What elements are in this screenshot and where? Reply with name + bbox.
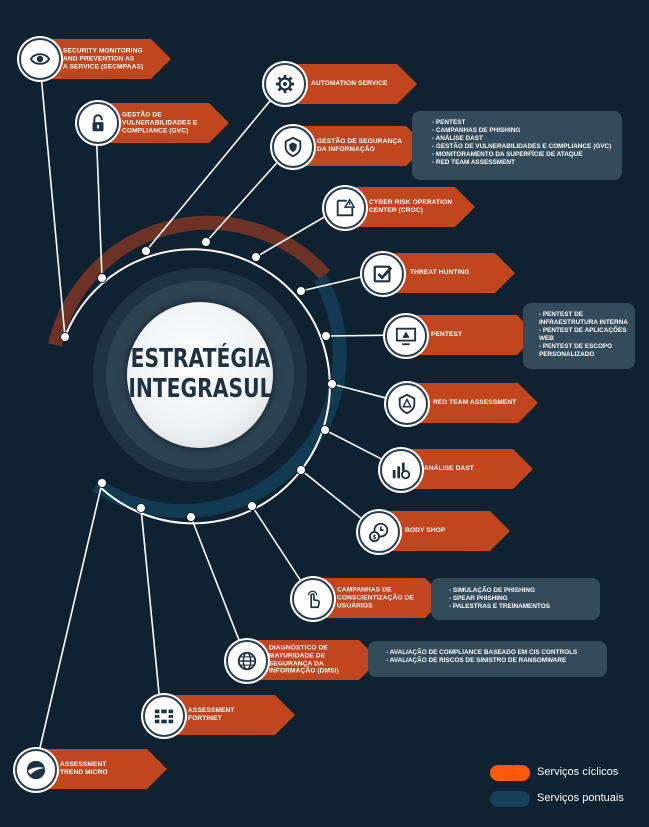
detail-item: - PENTEST <box>432 119 466 126</box>
service-label: PENTEST <box>431 331 463 339</box>
ring-node <box>251 252 261 262</box>
ring-node <box>321 331 331 341</box>
ring-node <box>247 501 257 511</box>
checkbox-icon <box>362 253 404 295</box>
service-label: ASSESSMENT TREND MICRO <box>60 761 108 776</box>
ring-node <box>97 478 107 488</box>
detail-item: - GESTÃO DE VULNERABILIDADES E COMPLIANC… <box>432 143 612 150</box>
pentest-details: - PENTEST DE INFRAESTRUTURA INTERNA - PE… <box>523 303 635 369</box>
strategy-hub: ESTRATÉGIA INTEGRASUL <box>127 302 273 448</box>
ring-node <box>296 465 306 475</box>
service-label: GESTÃO DE VULNERABILIDADES E COMPLIANCE … <box>122 111 198 134</box>
detail-item: - ANÁLISE DAST <box>432 135 483 142</box>
ring-node <box>141 246 151 256</box>
detail-item: - PENTEST DE ESCOPO PERSONALIZADO <box>539 343 613 358</box>
detail-item: - AVALIAÇÃO DE RISCOS DE SINISTRO DE RAN… <box>386 657 567 664</box>
trend-micro-logo-icon <box>15 749 57 791</box>
service-label: SECURITY MONITORING AND PREVENTION AS A … <box>63 47 144 70</box>
campanhas-details: - Simulação de Phishing - Spear Phishing… <box>431 578 600 620</box>
service-label: GESTÃO DE SEGURANÇA DA INFORMAÇÃO <box>317 138 403 153</box>
service-label: ASSESSMENT FORTINET <box>188 707 235 722</box>
ring-node <box>136 503 146 513</box>
shield-icon <box>272 126 314 168</box>
ring-node <box>320 425 330 435</box>
service-label: DIAGNÓSTICO DE MATURIDADE DE SEGURANÇA D… <box>269 644 339 675</box>
detail-item: - RED TEAM ASSESSMENT <box>432 159 515 166</box>
legend-cyclic-label: Serviços cíclicos <box>537 766 619 778</box>
service-label: THREAT HUNTING <box>410 269 470 277</box>
detail-item: - PENTEST DE APLICAÇÕES WEB <box>539 327 627 342</box>
hand-touch-icon <box>292 578 334 620</box>
eye-icon <box>19 38 61 80</box>
svg-text:$: $ <box>372 533 377 541</box>
lock-icon <box>77 102 119 144</box>
detail-item: - MONITORAMENTO DA SUPERFÍCIE DE ATAQUE <box>432 151 583 158</box>
globe-icon <box>226 640 268 682</box>
punctual-services-arc <box>92 274 347 519</box>
gear-icon <box>264 63 306 105</box>
detail-item: - Palestras e Treinamentos <box>449 603 550 610</box>
dmsi-details: - AVALIAÇÃO DE COMPLIANCE BASEADO EM CIS… <box>368 641 607 677</box>
shield-alert-icon <box>386 383 428 425</box>
service-label: BODY SHOP <box>405 527 446 535</box>
fortinet-logo-icon <box>143 695 185 737</box>
detail-item: - Simulação de Phishing <box>449 587 535 594</box>
clock-coin-icon: $ <box>358 511 400 553</box>
detail-item: - PENTEST DE INFRAESTRUTURA INTERNA <box>539 311 628 326</box>
legend-cyclic-swatch <box>490 765 530 781</box>
gsi-details: - PENTEST - CAMPANHAS DE PHISHING - ANÁL… <box>412 111 622 180</box>
alert-window-icon <box>324 187 366 229</box>
detail-item: - Spear Phishing <box>449 595 508 602</box>
ring-node <box>186 512 196 522</box>
legend-punctual-swatch <box>490 791 530 807</box>
monitor-alert-icon <box>385 315 427 357</box>
service-label: AUTOMATION SERVICE <box>311 80 388 88</box>
bar-search-icon <box>380 449 422 491</box>
ring-node <box>60 332 70 342</box>
connector-ring <box>64 248 331 525</box>
ring-node <box>296 286 306 296</box>
cyclic-services-arc <box>48 215 331 347</box>
detail-item: - AVALIAÇÃO DE COMPLIANCE BASEADO EM CIS… <box>386 649 578 656</box>
service-label: CYBER RISK OPERATION CENTER (CROC) <box>369 199 453 214</box>
hub-title: ESTRATÉGIA INTEGRASUL <box>127 344 273 404</box>
legend-punctual-label: Serviços pontuais <box>537 792 624 804</box>
detail-item: - CAMPANHAS DE PHISHING <box>432 127 521 134</box>
service-label: RED TEAM ASSESSMENT <box>433 399 517 407</box>
service-label: CAMPANHAS DE CONSCIENTIZAÇÃO DE USUÁRIOS <box>337 586 414 609</box>
service-label: ANÁLISE DAST <box>424 465 474 473</box>
ring-node <box>201 237 211 247</box>
ring-node <box>327 379 337 389</box>
ring-node <box>97 273 107 283</box>
